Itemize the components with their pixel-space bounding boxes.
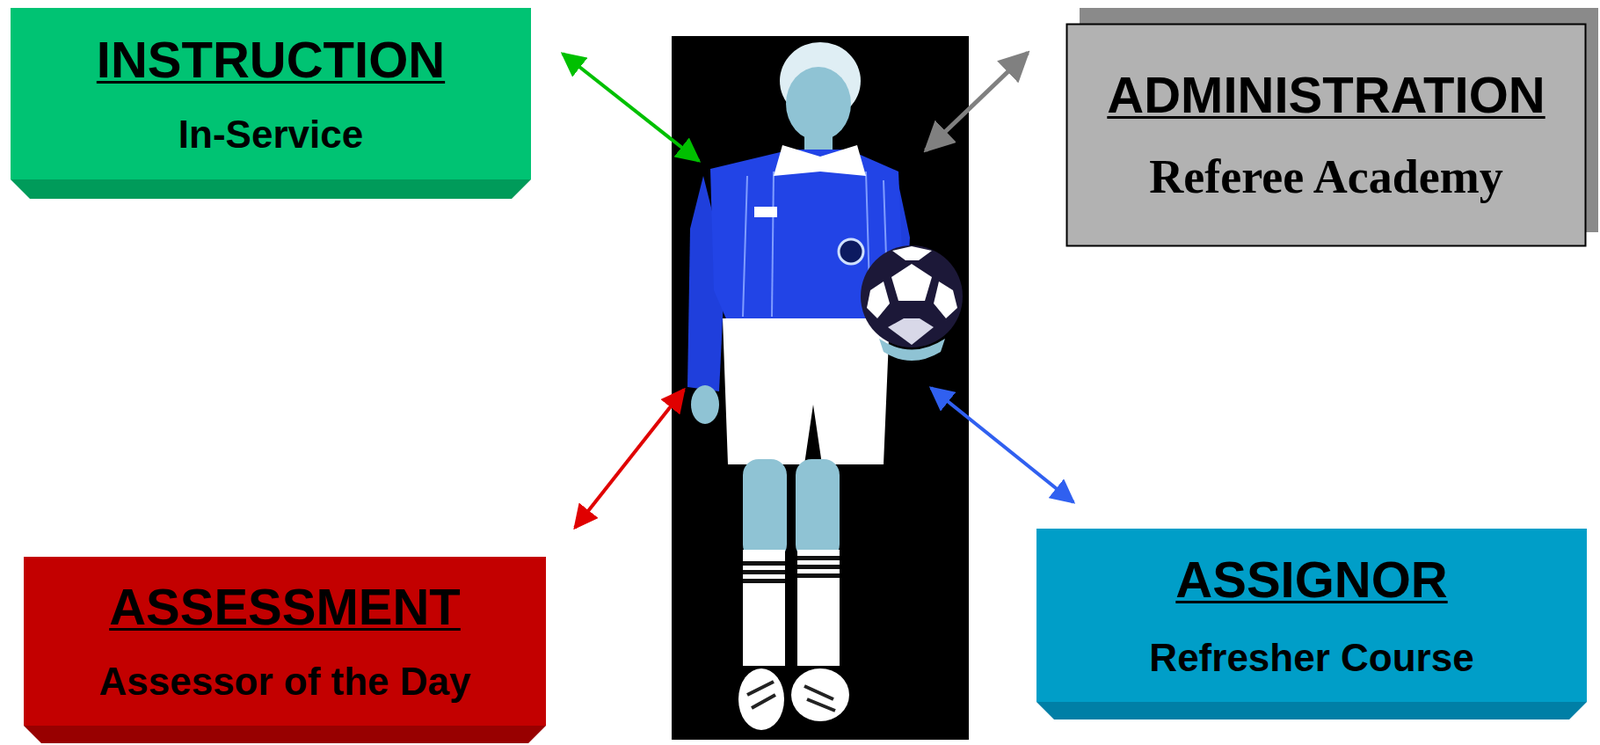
box-subtitle: Refresher Course (1149, 635, 1474, 681)
assignor-box: ASSIGNOR Refresher Course (1036, 528, 1587, 720)
box-subtitle: Referee Academy (1149, 149, 1503, 204)
assessment-box: ASSESSMENT Assessor of the Day (23, 556, 546, 743)
box-shape (1065, 22, 1587, 248)
box-heading: ASSIGNOR (1175, 550, 1448, 610)
box-heading: ADMINISTRATION (1106, 65, 1545, 125)
administration-box: ADMINISTRATION Referee Academy (1065, 22, 1587, 248)
double-arrow (925, 52, 1028, 151)
double-arrow (930, 387, 1074, 502)
instruction-box: INSTRUCTION In-Service (10, 7, 531, 199)
box-heading: ASSESSMENT (109, 577, 461, 637)
box-subtitle: Assessor of the Day (98, 659, 471, 705)
double-arrow (574, 389, 684, 528)
box-subtitle: In-Service (178, 112, 364, 158)
double-arrow (562, 53, 699, 161)
box-heading: INSTRUCTION (96, 30, 445, 90)
